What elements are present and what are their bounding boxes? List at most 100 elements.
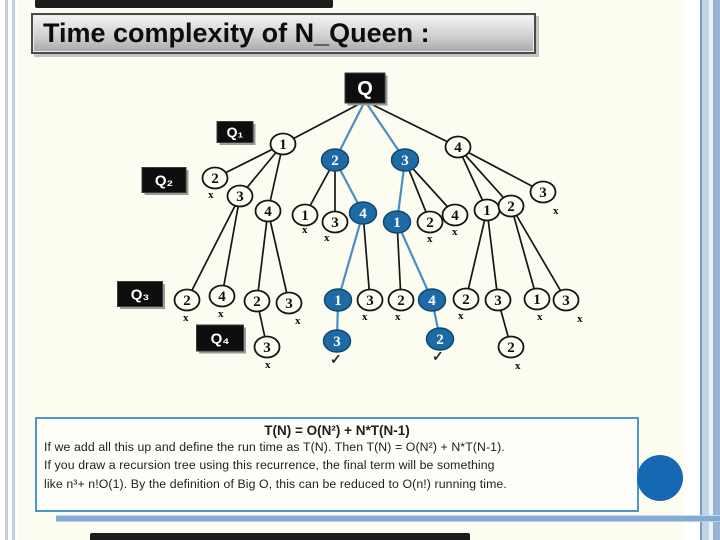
tree-node-solution-path — [390, 148, 420, 172]
level-label: Q₃ — [131, 286, 150, 303]
tree-node-label: 3 — [366, 293, 374, 309]
tree-edge — [267, 210, 290, 304]
tree-node-label: 3 — [333, 334, 341, 350]
tree-edge — [362, 212, 371, 301]
node-fail-mark: x — [395, 311, 401, 323]
tree-node-label: 2 — [507, 199, 515, 215]
tree-node-label: 3 — [331, 215, 339, 231]
tree-node — [452, 287, 480, 311]
tree-node-solution-path — [382, 210, 412, 234]
tree-edge — [282, 100, 366, 145]
tree-node-label: 1 — [301, 208, 309, 224]
tree-node-label: 3 — [401, 153, 409, 169]
tree-node — [253, 335, 281, 359]
adjacent-slide-top-bar — [35, 0, 333, 8]
tree-node — [208, 284, 236, 308]
tree-node-solution-path — [322, 329, 352, 353]
note-text-line-1: If we add all this up and define the run… — [44, 440, 505, 454]
tree-node-label: 3 — [562, 293, 570, 309]
tree-node-label: 1 — [533, 292, 541, 308]
node-fail-mark: x — [515, 360, 521, 372]
tree-node-label: 3 — [494, 293, 502, 309]
tree-edge — [457, 146, 544, 193]
tree-edge — [396, 221, 402, 301]
tree-edge — [457, 146, 512, 207]
node-fail-mark: x — [577, 313, 583, 325]
tree-node-solution-path — [348, 201, 378, 225]
tree-node-label: 4 — [428, 293, 436, 309]
tree-node — [484, 288, 512, 312]
tree-node-solution-path — [320, 148, 350, 172]
tree-node-solution-path — [425, 327, 455, 351]
tree-node — [201, 166, 229, 190]
tree-node — [243, 289, 271, 313]
node-fail-mark: x — [452, 226, 458, 238]
tree-edge — [364, 100, 459, 148]
tree-node-label: 1 — [334, 293, 342, 309]
tree-node-label: 2 — [253, 294, 261, 310]
node-fail-mark: x — [302, 224, 308, 236]
tree-node — [254, 199, 282, 223]
tree-node-label: 4 — [218, 289, 226, 305]
node-fail-mark: x — [218, 308, 224, 320]
tree-node — [291, 203, 319, 227]
recurrence-formula: T(N) = O(N²) + N*T(N-1) — [264, 423, 410, 438]
tree-edge — [221, 195, 241, 297]
tree-node-label: 3 — [539, 185, 547, 201]
node-fail-mark: x — [553, 205, 559, 217]
node-fail-mark: x — [265, 359, 271, 371]
tree-node-label: 4 — [264, 204, 272, 220]
tree-edge — [486, 209, 499, 301]
tree-node — [444, 135, 472, 159]
tree-node-label: 2 — [211, 171, 219, 187]
tree-node-label: 3 — [236, 189, 244, 205]
slide-title-box: Time complexity of N_Queen : — [31, 13, 536, 54]
node-fail-mark: x — [324, 232, 330, 244]
node-fail-mark: x — [427, 233, 433, 245]
tree-node-label: 2 — [436, 332, 444, 348]
tree-node — [275, 291, 303, 315]
tree-root-box — [344, 72, 386, 104]
node-fail-mark: x — [183, 312, 189, 324]
tree-node — [523, 287, 551, 311]
tree-node — [269, 132, 297, 156]
node-success-mark: ✓ — [330, 351, 342, 367]
tree-node — [226, 184, 254, 208]
tree-node-label: 3 — [285, 296, 293, 312]
node-fail-mark: x — [208, 189, 214, 201]
tree-node-label: 2 — [397, 293, 405, 309]
tree-node-label: 2 — [331, 153, 339, 169]
tree-edge-highlighted — [395, 221, 434, 301]
tree-node-solution-path — [417, 288, 447, 312]
level-label-box — [117, 281, 163, 307]
node-fail-mark: x — [362, 311, 368, 323]
tree-node — [416, 210, 444, 234]
level-label: Q₁ — [227, 124, 244, 140]
node-success-mark: ✓ — [432, 348, 444, 364]
tree-node — [356, 288, 384, 312]
tree-node — [497, 335, 525, 359]
tree-node — [321, 210, 349, 234]
tree-node-label: 4 — [454, 140, 462, 156]
bullet-circle — [637, 455, 683, 501]
node-fail-mark: x — [537, 311, 543, 323]
tree-edge-highlighted — [336, 212, 365, 301]
level-label-box — [216, 121, 254, 143]
level-label: Q₂ — [155, 172, 173, 189]
tree-edge — [465, 209, 488, 300]
tree-edge — [256, 210, 269, 302]
tree-root-label: Q — [357, 78, 373, 100]
left-border-line-inner — [12, 0, 15, 540]
tree-node-label: 4 — [451, 208, 459, 224]
tree-edge — [186, 195, 241, 301]
adjacent-slide-bottom-bar — [90, 533, 470, 540]
bottom-border-strip — [56, 515, 720, 522]
tree-edge — [510, 205, 567, 301]
tree-node — [497, 194, 525, 218]
level-label: Q₄ — [211, 330, 230, 347]
tree-node-label: 1 — [393, 215, 401, 231]
tree-edge — [510, 205, 538, 300]
node-fail-mark: x — [295, 315, 301, 327]
